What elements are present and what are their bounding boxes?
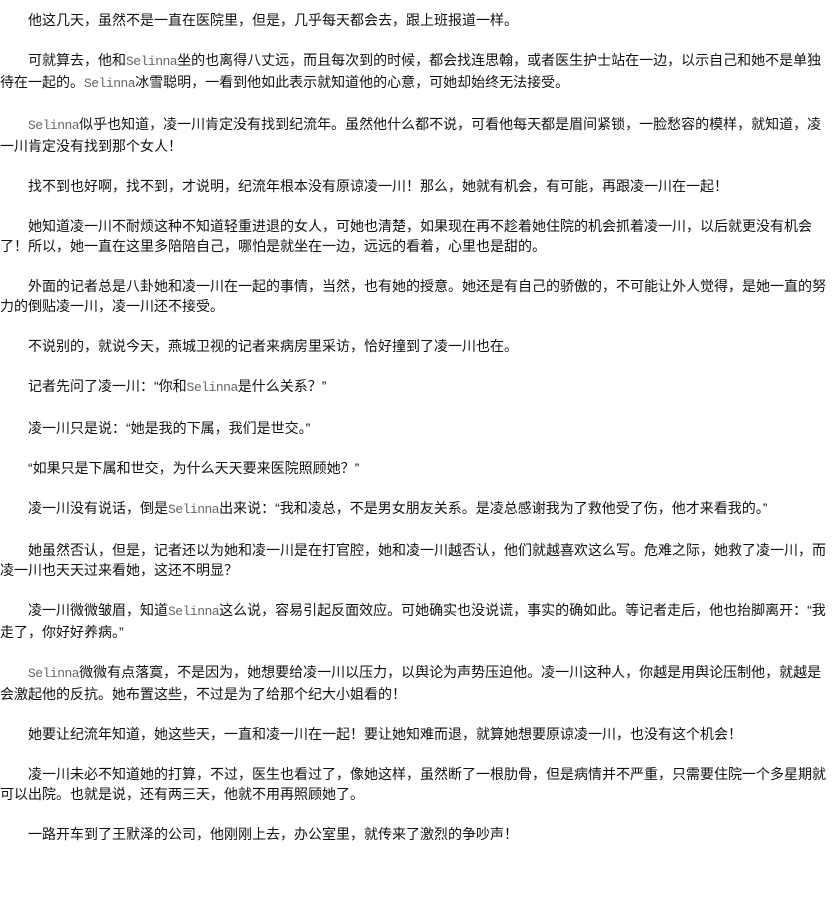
paragraph-text: 可就算去，他和	[28, 52, 126, 68]
paragraph: 可就算去，他和Selinna坐的也离得八丈远，而且每次到的时候，都会找连思翰，或…	[0, 50, 835, 94]
name-text: Selinna	[168, 604, 220, 619]
paragraph-text: 外面的记者总是八卦她和凌一川在一起的事情，当然，也有她的授意。她还是有自己的骄傲…	[0, 278, 826, 314]
paragraph: 外面的记者总是八卦她和凌一川在一起的事情，当然，也有她的授意。她还是有自己的骄傲…	[0, 276, 835, 316]
paragraph: 记者先问了凌一川：“你和Selinna是什么关系？”	[0, 376, 835, 398]
name-text: Selinna	[186, 380, 239, 395]
paragraph-text: 他这几天，虽然不是一直在医院里，但是，几乎每天都会去，跟上班报道一样。	[28, 12, 518, 28]
name-text: Selinna	[168, 502, 220, 517]
paragraph: Selinna微微有点落寞，不是因为，她想要给凌一川以压力，以舆论为声势压迫他。…	[0, 662, 835, 704]
paragraph-text: 似乎也知道，凌一川肯定没有找到纪流年。虽然他什么都不说，可看他每天都是眉间紧锁，…	[0, 116, 822, 154]
paragraph-text: 一路开车到了王默泽的公司，他刚刚上去，办公室里，就传来了激烈的争吵声！	[28, 826, 518, 842]
paragraph-text: 这么说，容易引起反面效应。可她确实也没说谎，事实的确如此。等记者走后，他也抬脚离…	[0, 602, 826, 640]
paragraph-text: 她虽然否认，但是，记者还以为她和凌一川是在打官腔，她和凌一川越否认，他们就越喜欢…	[0, 542, 826, 578]
paragraph-text: 出来说：“我和凌总，不是男女朋友关系。是凌总感谢我为了救他受了伤，他才来看我的。…	[219, 500, 768, 516]
paragraph-text: 凌一川只是说：“她是我的下属，我们是世交。”	[28, 420, 311, 436]
paragraph-text: 不说别的，就说今天，燕城卫视的记者来病房里采访，恰好撞到了凌一川也在。	[28, 338, 518, 354]
paragraph: 凌一川没有说话，倒是Selinna出来说：“我和凌总，不是男女朋友关系。是凌总感…	[0, 498, 835, 520]
paragraph-text: 找不到也好啊，找不到，才说明，纪流年根本没有原谅凌一川！那么，她就有机会，有可能…	[28, 178, 728, 194]
paragraph: Selinna似乎也知道，凌一川肯定没有找到纪流年。虽然他什么都不说，可看他每天…	[0, 114, 835, 156]
paragraph-text: 记者先问了凌一川：“你和	[28, 378, 187, 394]
article-body: 他这几天，虽然不是一直在医院里，但是，几乎每天都会去，跟上班报道一样。可就算去，…	[0, 10, 835, 844]
paragraph: 一路开车到了王默泽的公司，他刚刚上去，办公室里，就传来了激烈的争吵声！	[0, 824, 835, 844]
paragraph: 她虽然否认，但是，记者还以为她和凌一川是在打官腔，她和凌一川越否认，他们就越喜欢…	[0, 540, 835, 580]
paragraph-text: “如果只是下属和世交，为什么天天要来医院照顾她？”	[28, 460, 360, 476]
paragraph: 不说别的，就说今天，燕城卫视的记者来病房里采访，恰好撞到了凌一川也在。	[0, 336, 835, 356]
paragraph-text: 她知道凌一川不耐烦这种不知道轻重进退的女人，可她也清楚，如果现在再不趁着她住院的…	[0, 218, 812, 254]
paragraph-text: 凌一川没有说话，倒是	[28, 500, 168, 516]
name-text: Selinna	[28, 118, 80, 133]
paragraph-text: 凌一川微微皱眉，知道	[28, 602, 168, 618]
paragraph: 他这几天，虽然不是一直在医院里，但是，几乎每天都会去，跟上班报道一样。	[0, 10, 835, 30]
paragraph: 凌一川微微皱眉，知道Selinna这么说，容易引起反面效应。可她确实也没说谎，事…	[0, 600, 835, 642]
name-text: Selinna	[84, 76, 136, 91]
paragraph-text: 凌一川未必不知道她的打算，不过，医生也看过了，像她这样，虽然断了一根肋骨，但是病…	[0, 766, 826, 802]
paragraph-text: 坐的也离得八丈远，而且每次到的时候，都会找连思翰，或者医生护士站在一边，以示自己…	[0, 52, 822, 90]
paragraph-text: 冰雪聪明，一看到他如此表示就知道他的心意，可她却始终无法接受。	[135, 74, 570, 90]
paragraph: 凌一川未必不知道她的打算，不过，医生也看过了，像她这样，虽然断了一根肋骨，但是病…	[0, 764, 835, 804]
paragraph: 她要让纪流年知道，她这些天，一直和凌一川在一起！要让她知难而退，就算她想要原谅凌…	[0, 724, 835, 744]
paragraph: 凌一川只是说：“她是我的下属，我们是世交。”	[0, 418, 835, 438]
name-text: Selinna	[126, 54, 178, 69]
paragraph: “如果只是下属和世交，为什么天天要来医院照顾她？”	[0, 458, 835, 478]
paragraph-text: 微微有点落寞，不是因为，她想要给凌一川以压力，以舆论为声势压迫他。凌一川这种人，…	[0, 664, 822, 702]
paragraph: 找不到也好啊，找不到，才说明，纪流年根本没有原谅凌一川！那么，她就有机会，有可能…	[0, 176, 835, 196]
paragraph-text: 是什么关系？”	[237, 378, 327, 394]
paragraph: 她知道凌一川不耐烦这种不知道轻重进退的女人，可她也清楚，如果现在再不趁着她住院的…	[0, 216, 835, 256]
name-text: Selinna	[28, 666, 80, 681]
paragraph-text: 她要让纪流年知道，她这些天，一直和凌一川在一起！要让她知难而退，就算她想要原谅凌…	[28, 726, 742, 742]
